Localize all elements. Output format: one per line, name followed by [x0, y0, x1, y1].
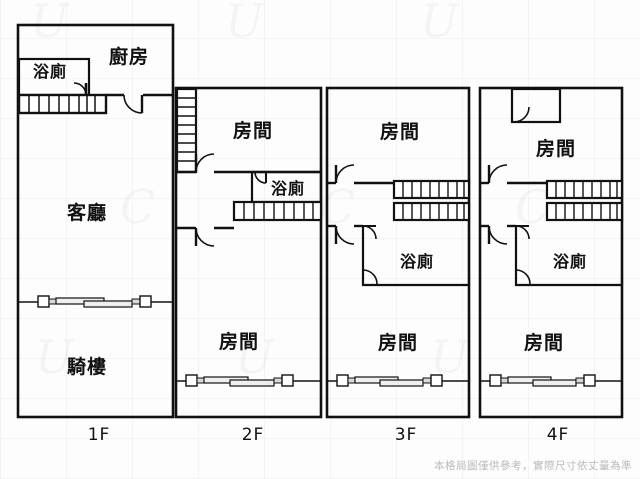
room-label-living-room-1f: 客廳 — [67, 202, 108, 224]
floor-label-1f: 1F — [87, 425, 111, 445]
staircase-2f-run — [232, 200, 323, 222]
room-label-bathroom-2f: 浴廁 — [271, 179, 306, 198]
disclaimer-text: 本格局圖僅供參考，實際尺寸依丈量為準 — [434, 460, 632, 472]
room-label-bedroom-4f-lower: 房間 — [524, 332, 565, 354]
staircase-2f — [175, 87, 198, 174]
room-label-bedroom-4f-upper: 房間 — [536, 138, 577, 160]
room-label-bedroom-2f-lower: 房間 — [219, 331, 260, 353]
room-label-bedroom-3f-lower: 房間 — [378, 332, 419, 354]
sliding-window-4f — [481, 374, 621, 387]
floor-label-3f: 3F — [394, 425, 418, 445]
room-label-bedroom-3f-upper: 房間 — [380, 121, 421, 143]
staircase-3f-upper — [392, 179, 471, 200]
room-label-bedroom-2f-upper: 房間 — [233, 120, 274, 142]
room-label-arcade-1f: 騎樓 — [67, 356, 108, 378]
staircase-4f-upper — [545, 179, 624, 200]
room-label-bathroom-1f: 浴廁 — [33, 62, 68, 81]
floor-plan-3f — [325, 86, 471, 419]
staircase-1f — [17, 93, 108, 115]
sliding-window-2f — [177, 374, 320, 387]
sliding-window-3f — [328, 374, 468, 387]
room-label-kitchen-1f: 廚房 — [109, 46, 150, 68]
room-label-bathroom-3f: 浴廁 — [400, 252, 435, 271]
floor-label-2f: 2F — [241, 425, 265, 445]
sliding-door-1f — [19, 295, 172, 308]
floor-plan-1f — [16, 23, 175, 419]
staircase-4f-lower — [545, 201, 624, 222]
floor-plan-4f — [478, 86, 624, 419]
room-label-bathroom-4f: 浴廁 — [553, 252, 588, 271]
floor-label-4f: 4F — [546, 425, 570, 445]
floor-plan-2f — [174, 86, 323, 419]
staircase-3f-lower — [392, 201, 471, 222]
